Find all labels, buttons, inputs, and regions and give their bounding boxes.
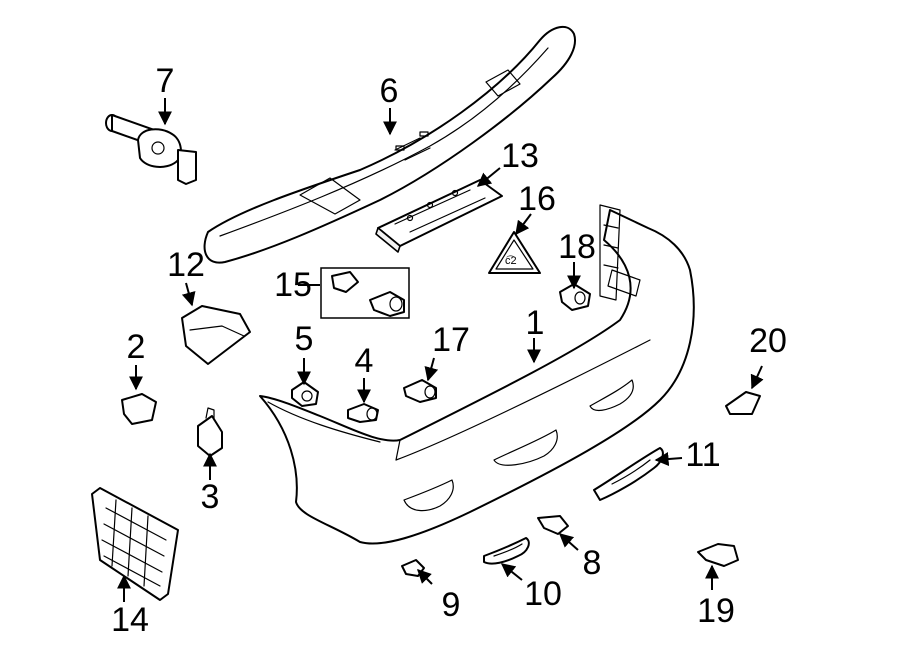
- leader-17: [424, 357, 439, 382]
- callout-11: 11: [685, 436, 720, 474]
- leader-13: [476, 167, 501, 187]
- part-20-trim: [725, 391, 761, 415]
- part-5-sensor: [291, 381, 319, 407]
- callout-4: 4: [355, 342, 374, 380]
- callout-1: 1: [526, 304, 545, 342]
- svg-text:c͡2: c͡2: [505, 255, 517, 267]
- part-10-strip: [483, 537, 530, 565]
- callout-10: 10: [524, 575, 562, 613]
- part-13-absorber: [375, 179, 503, 253]
- callout-7: 7: [156, 62, 175, 100]
- callout-3: 3: [201, 478, 220, 516]
- leader-10: [500, 563, 523, 581]
- leader-9: [417, 569, 433, 585]
- callout-19: 19: [697, 592, 735, 630]
- part-19-end-cap: [697, 543, 739, 567]
- part-7-bolt: [105, 114, 197, 185]
- part-1-bumper-cover: [259, 204, 695, 545]
- leader-11: [654, 452, 683, 467]
- callout-14: 14: [111, 601, 149, 639]
- callout-16: 16: [518, 180, 556, 218]
- part-3-mount: [197, 407, 223, 457]
- callout-13: 13: [501, 137, 539, 175]
- part-17-sensor: [403, 379, 437, 403]
- leader-12: [181, 282, 196, 307]
- callout-2: 2: [127, 328, 146, 366]
- callout-15: 15: [274, 266, 312, 304]
- leader-16: [515, 213, 532, 236]
- part-11-reflector: [593, 447, 664, 501]
- leader-8: [558, 533, 579, 551]
- callout-8: 8: [583, 544, 602, 582]
- part-8-bracket: [537, 515, 569, 535]
- part-16-emblem: c͡2: [488, 231, 541, 274]
- leader-lines: [117, 98, 764, 602]
- callout-17: 17: [432, 321, 470, 359]
- callout-9: 9: [442, 586, 461, 624]
- part-12-bracket: [181, 305, 251, 365]
- part-18-sensor: [559, 283, 591, 311]
- part-6-impact-bar: [203, 25, 576, 264]
- callout-12: 12: [167, 246, 205, 284]
- callout-5: 5: [295, 320, 314, 358]
- part-14-grille: [91, 487, 179, 601]
- callout-labels: 1 2 3 4 5 6 7 8 9 10 11 12 13 14 15 16 1…: [111, 62, 787, 639]
- callout-6: 6: [380, 72, 399, 110]
- part-2-clip: [121, 393, 157, 425]
- part-4-sensor: [347, 403, 379, 423]
- callout-20: 20: [749, 322, 787, 360]
- callout-18: 18: [558, 228, 596, 266]
- part-15-sensor-kit: [320, 267, 410, 319]
- leader-20: [750, 365, 764, 390]
